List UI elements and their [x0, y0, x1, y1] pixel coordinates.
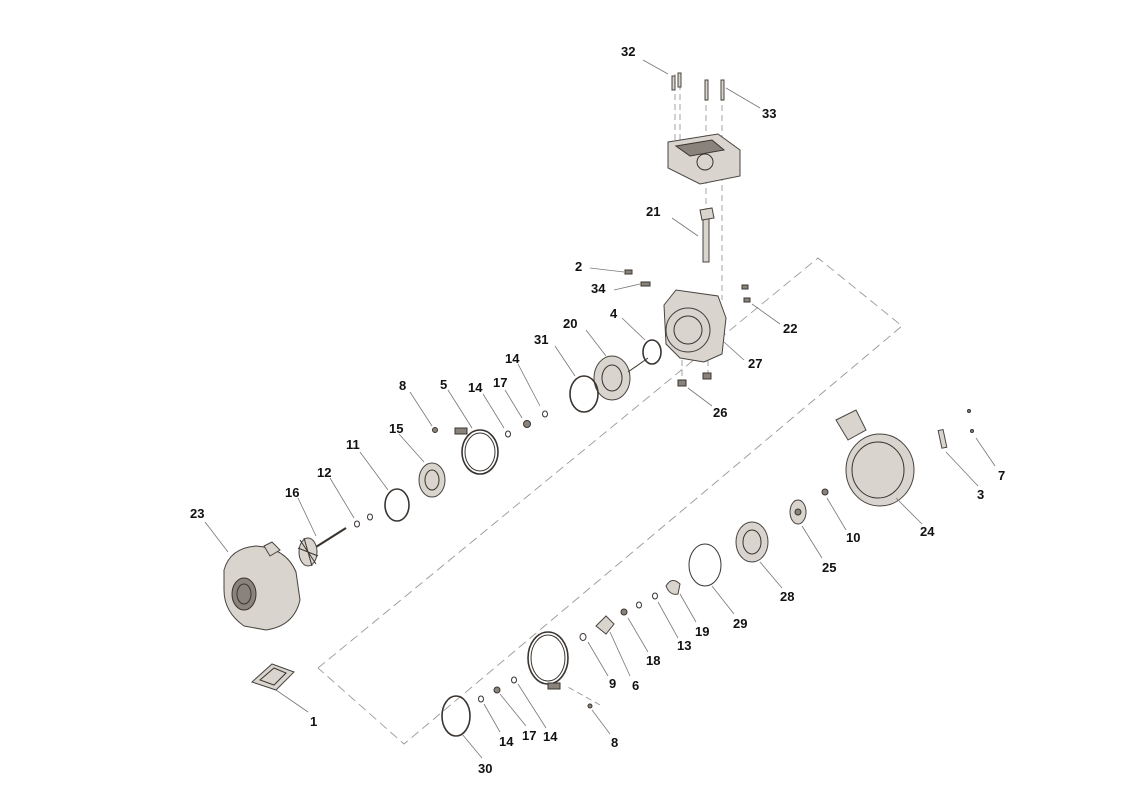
callout-23: 23	[190, 506, 204, 521]
callout-11: 11	[346, 437, 360, 452]
nut-8-upper	[432, 427, 438, 433]
callout-14-upper: 14	[468, 380, 483, 395]
callout-20: 20	[563, 316, 577, 331]
bolts-2-34-22	[624, 269, 751, 303]
callout-13: 13	[677, 638, 691, 653]
callout-14-lower-a: 14	[499, 734, 514, 749]
callout-12: 12	[317, 465, 331, 480]
callout-17-lower: 17	[522, 728, 536, 743]
callout-labels: 32 33 21 2 34 22 20 4 31 27 14 26 8 5 14…	[190, 44, 1005, 776]
callout-26: 26	[713, 405, 727, 420]
actuator-housing	[667, 133, 741, 185]
callout-32: 32	[621, 44, 635, 59]
o-ring-29	[688, 543, 722, 587]
callout-19: 19	[695, 624, 709, 639]
turbine-wheel-shaft-16	[297, 527, 347, 567]
callout-34: 34	[591, 281, 606, 296]
gasket-1	[251, 663, 295, 691]
v-band-clamp-lower	[527, 631, 569, 690]
ring-4	[642, 339, 662, 365]
piston-rings-12	[354, 513, 373, 528]
ring-30	[441, 695, 471, 737]
seal-rings-lower	[478, 676, 517, 703]
callout-14-top: 14	[505, 351, 520, 366]
callout-10: 10	[846, 530, 860, 545]
turbine-housing-23	[223, 541, 301, 631]
callout-3: 3	[977, 487, 984, 502]
compressor-housing-24	[835, 409, 915, 507]
seal-rings-upper	[505, 410, 548, 438]
ring-11	[384, 488, 410, 522]
screws-33	[704, 79, 725, 101]
callout-2: 2	[575, 259, 582, 274]
thrust-bearing-6-9	[579, 615, 615, 641]
backplate-28	[735, 521, 769, 563]
callout-8-lower: 8	[611, 735, 618, 750]
callout-17-upper: 17	[493, 375, 507, 390]
callout-25: 25	[822, 560, 836, 575]
callout-22: 22	[783, 321, 797, 336]
callout-33: 33	[762, 106, 776, 121]
v-band-clamp-5	[454, 427, 499, 475]
leader-lines	[204, 59, 996, 759]
lever-rod-21	[699, 207, 715, 263]
assembly-outline	[317, 74, 903, 745]
callout-18: 18	[646, 653, 660, 668]
screws-32	[671, 72, 682, 91]
callout-29: 29	[733, 616, 747, 631]
callout-14-lower-b: 14	[543, 729, 558, 744]
ring-31	[569, 375, 599, 413]
callout-31: 31	[534, 332, 548, 347]
callout-8-upper: 8	[399, 378, 406, 393]
callout-15: 15	[389, 421, 403, 436]
callout-9: 9	[609, 676, 616, 691]
callout-16: 16	[285, 485, 299, 500]
callout-7: 7	[998, 468, 1005, 483]
nut-8-lower	[587, 703, 593, 709]
callout-1: 1	[310, 714, 317, 729]
callout-21: 21	[646, 204, 660, 219]
callout-30: 30	[478, 761, 492, 776]
bolts-3-7	[937, 409, 974, 449]
center-housing-27	[663, 289, 727, 387]
callout-27: 27	[748, 356, 762, 371]
callout-24: 24	[920, 524, 935, 539]
compressor-wheel-25	[789, 499, 807, 525]
nut-10	[821, 488, 829, 496]
thrust-parts-19-13-18	[620, 580, 681, 616]
callout-5: 5	[440, 377, 447, 392]
heat-shield-15	[418, 462, 446, 498]
callout-28: 28	[780, 589, 794, 604]
nozzle-ring-20	[593, 355, 649, 401]
callout-4: 4	[610, 306, 618, 321]
callout-6: 6	[632, 678, 639, 693]
